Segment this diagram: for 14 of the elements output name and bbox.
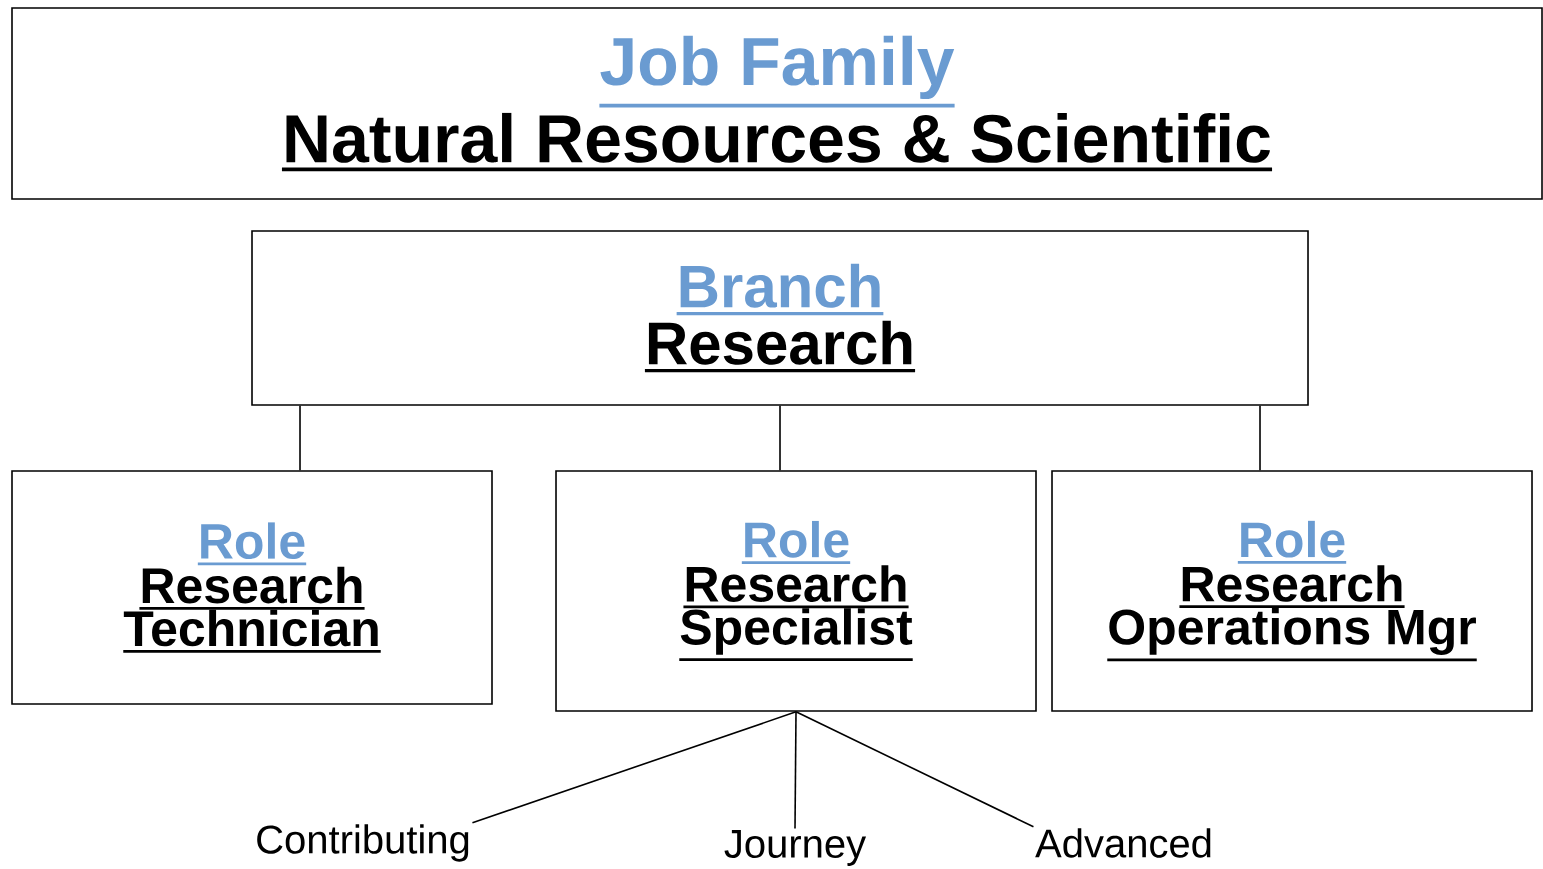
- branch-box: Branch Research: [251, 230, 1309, 406]
- connector-line: [1259, 405, 1261, 471]
- level-label: Contributing: [257, 824, 469, 862]
- job-family-box: Job Family Natural Resources & Scientific: [11, 7, 1543, 200]
- level-label: Journey: [724, 830, 867, 866]
- connector-line: [795, 711, 1035, 828]
- role-box: Role Research Specialist: [555, 470, 1037, 712]
- role-box: Role Research Operations Mgr: [1051, 470, 1533, 712]
- connector-line: [299, 405, 301, 471]
- connector-line: [471, 711, 797, 824]
- level-label: Advanced: [1035, 828, 1211, 858]
- connector-line: [779, 405, 781, 471]
- connector-line: [794, 711, 797, 830]
- role-box: Role Research Technician: [11, 470, 493, 705]
